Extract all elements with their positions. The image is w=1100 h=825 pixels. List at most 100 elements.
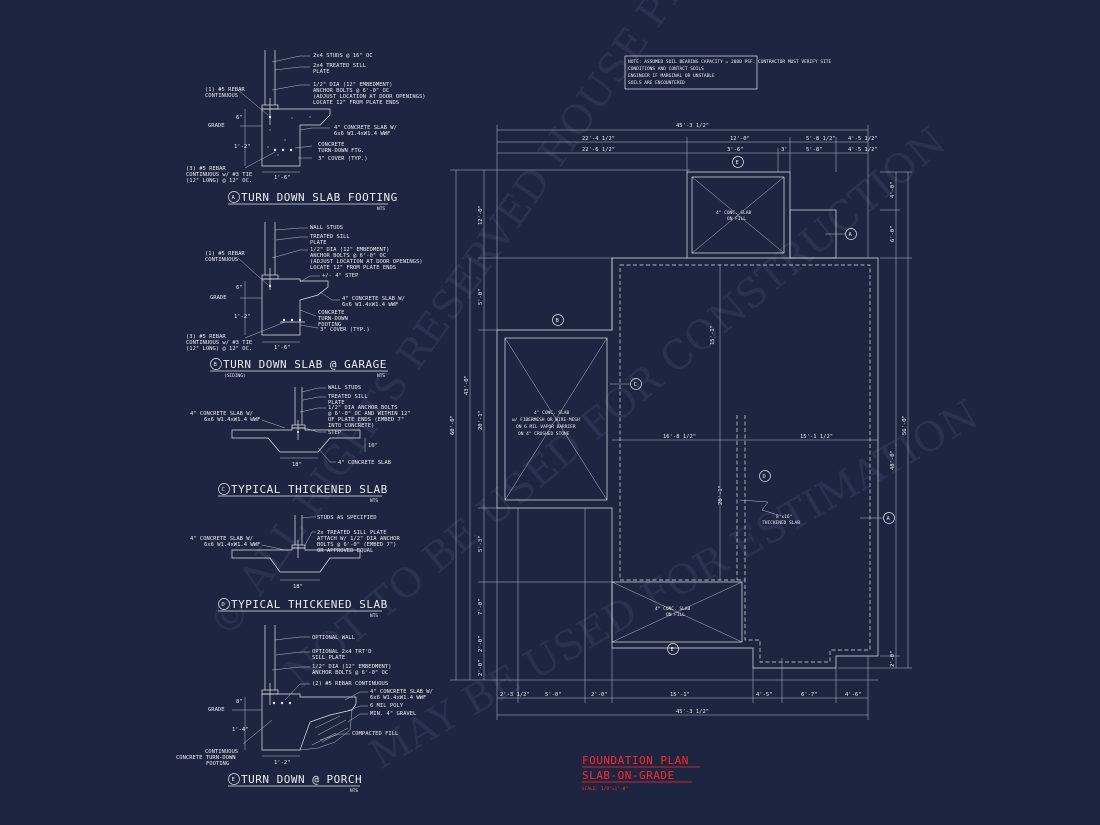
top-dim-9: 4'-5 1/2" bbox=[848, 147, 878, 153]
detail-b-marker: B bbox=[214, 362, 218, 368]
detail-c-marker: C bbox=[222, 487, 225, 493]
left-dim-overall: 60'-0" bbox=[450, 415, 456, 435]
detail-b-callout-4: 1/2" DIA (12" EMBEDMENT) bbox=[310, 247, 389, 253]
detail-e-dim-slab: 8" bbox=[236, 699, 243, 705]
thick-slab-label-1: 8"x16" bbox=[776, 514, 792, 520]
detail-b-callout-12: TURN-DOWN bbox=[318, 316, 348, 322]
detail-c-dim-width: 18" bbox=[292, 462, 302, 468]
left-dim-4: 20'-1" bbox=[478, 410, 484, 430]
garage-label-1: 4" CONC. SLAB bbox=[534, 410, 570, 416]
slab-bottom-label-1: 4" CONC. SLAB bbox=[655, 606, 691, 612]
bottom-dim-2: 5'-0" bbox=[545, 692, 562, 698]
interior-dim-1: 16'-8 1/2" bbox=[663, 434, 696, 440]
soil-note-line-1: NOTE: ASSUMED SOIL BEARING CAPACITY = 20… bbox=[628, 59, 831, 65]
detail-e-dim-depth: 1'-4" bbox=[232, 727, 249, 733]
detail-d-marker: D bbox=[222, 602, 225, 608]
detail-a-callout-5: ANCHOR BOLTS @ 6'-0" OC bbox=[313, 88, 389, 94]
interior-dim-3: 20'-1" bbox=[718, 485, 724, 505]
detail-b-callout-2: TREATED SILL bbox=[310, 234, 350, 240]
detail-c-callout-11: 4" CONCRETE SLAB bbox=[338, 460, 392, 466]
detail-b-scale: NTS bbox=[377, 373, 385, 379]
detail-e-callout-9: 6 MIL POLY bbox=[370, 703, 404, 709]
plan-marker-e-top: E bbox=[736, 160, 739, 166]
foundation-plan: NOTE: ASSUMED SOIL BEARING CAPACITY = 20… bbox=[450, 55, 912, 792]
detail-a-scale: NTS bbox=[377, 206, 385, 212]
detail-c-callout-8: STEP bbox=[328, 430, 342, 436]
detail-b-callout-1: WALL STUDS bbox=[310, 225, 343, 231]
detail-b-callout-11: CONCRETE bbox=[318, 310, 345, 316]
garage-label-4: ON 4" CRUSHED STONE bbox=[518, 431, 570, 437]
bottom-dim-1: 2'-3 1/2" bbox=[500, 692, 530, 698]
detail-e-callout-6: (2) #5 REBAR CONTINUOUS bbox=[312, 681, 388, 687]
plan-top-dimensions: 45'-3 1/2" 22'-4 1/2" 12'-0" 5'-8 1/2" 4… bbox=[496, 123, 878, 330]
detail-e-callout-11: COMPACTED FILL bbox=[352, 731, 399, 737]
detail-e-callout-4: 1/2" DIA (12" EMBEDMENT) bbox=[312, 664, 391, 670]
detail-d-callout-5: OR APPROVED EQUAL bbox=[317, 548, 374, 554]
top-dim-2: 12'-0" bbox=[730, 136, 750, 142]
detail-e-callout-13: CONTINUOUS bbox=[205, 749, 238, 755]
detail-c-callout-3: PLATE bbox=[328, 400, 345, 406]
slab-top-label-2: ON FILL bbox=[727, 216, 746, 222]
bottom-dim-3: 2'-0" bbox=[591, 692, 608, 698]
bottom-dim-overall: 45'-3 1/2" bbox=[676, 709, 709, 715]
plan-scale: SCALE: 1/8"=1'-0" bbox=[582, 786, 628, 792]
detail-a-dim-depth: 1'-2" bbox=[234, 144, 251, 150]
top-dim-8: 5'-8" bbox=[806, 147, 823, 153]
detail-d-callout-2: 2x TREATED SILL PLATE bbox=[317, 530, 387, 536]
detail-c-dim-depth: 10" bbox=[368, 443, 378, 449]
detail-b-callout-6: (ADJUST LOCATION AT DOOR OPENINGS) bbox=[310, 259, 423, 265]
detail-c-callout-5: @ 6'-0" OC AND WITHIN 12" bbox=[328, 411, 411, 417]
plan-bottom-dimensions: 2'-3 1/2" 5'-0" 2'-0" 15'-1" 4'-5" 6'-7"… bbox=[496, 508, 869, 720]
bottom-dim-6: 6'-7" bbox=[801, 692, 818, 698]
detail-c-callout-9: 4" CONCRETE SLAB W/ bbox=[190, 411, 253, 417]
detail-b-callout-19: CONTINUOUS w/ #3 TIE bbox=[186, 340, 252, 346]
detail-d-callout-7: 6x6 W1.4xW1.4 WWF bbox=[204, 542, 260, 548]
plan-right-dimensions: 56'-0" 48'-0" 4'-0" 6'-0" 2'-0" bbox=[838, 171, 912, 669]
detail-e-callout-15: FOOTING bbox=[206, 761, 229, 767]
detail-a-callout-11: TURN-DOWN FTG. bbox=[318, 148, 364, 154]
detail-b-callout-17: GRADE bbox=[210, 295, 227, 301]
detail-a-callout-2: 2x4 TREATED SILL bbox=[313, 63, 367, 69]
detail-e-callout-3: SILL PLATE bbox=[312, 655, 345, 661]
left-dim-1: 43'-0" bbox=[464, 375, 470, 395]
detail-a-callout-12: 3" COVER (TYP.) bbox=[318, 156, 368, 162]
right-dim-4: 2'-0" bbox=[890, 650, 896, 667]
detail-d-callout-4: BOLTS @ 6'-0" (EMBED 7") bbox=[317, 542, 396, 548]
detail-c-title: TYPICAL THICKENED SLAB bbox=[231, 483, 388, 496]
detail-e-callout-2: OPTIONAL 2x4 TRT'D bbox=[312, 649, 372, 655]
detail-b-dim-depth: 1'-2" bbox=[234, 314, 251, 320]
detail-a-fill-speckle bbox=[267, 116, 311, 156]
detail-a-callout-1: 2x4 STUDS @ 16" OC bbox=[313, 53, 373, 59]
detail-b-callout-8: +/- 4" STEP bbox=[322, 273, 359, 279]
detail-a-callout-16: (3) #5 REBAR bbox=[186, 166, 226, 172]
detail-a-title: TURN DOWN SLAB FOOTING bbox=[241, 191, 398, 204]
detail-b-title: TURN DOWN SLAB @ GARAGE bbox=[223, 358, 387, 371]
slab-bottom-label-2: ON FILL bbox=[666, 612, 685, 618]
top-dim-7: 3' bbox=[781, 147, 788, 153]
detail-c-callout-2: TREATED SILL bbox=[328, 394, 368, 400]
detail-a-callout-6: (ADJUST LOCATION AT DOOR OPENINGS) bbox=[313, 94, 426, 100]
detail-c-callout-6: OF PLATE ENDS (EMBED 7" bbox=[328, 417, 404, 423]
top-dim-6: 3'-6" bbox=[727, 147, 744, 153]
left-dim-8: 2'-0" bbox=[478, 659, 484, 676]
detail-b-callout-7: LOCATE 12" FROM PLATE ENDS bbox=[310, 265, 396, 271]
detail-e-turn-down-porch: 8" 1'-4" 1'-2" OPTIONAL WALL OPTIONAL 2x… bbox=[176, 625, 433, 794]
top-dim-5: 22'-6 1/2" bbox=[582, 147, 615, 153]
left-dim-7: 2'-0" bbox=[478, 635, 484, 652]
left-dim-2: 12'-0" bbox=[478, 205, 484, 225]
watermark-line-3: MAY BE USED FOR ESTIMATION bbox=[362, 392, 986, 779]
right-dim-1: 48'-0" bbox=[890, 450, 896, 470]
detail-b-callout-16: CONTINUOUS bbox=[205, 257, 238, 263]
left-dim-3: 5'-0" bbox=[478, 288, 484, 305]
interior-dim-2: 15'-1 1/2" bbox=[800, 434, 833, 440]
left-dim-5: 5'-3" bbox=[478, 535, 484, 552]
detail-a-callout-15: GRADE bbox=[208, 123, 225, 129]
detail-a-marker: A bbox=[232, 195, 236, 201]
detail-a-callout-13: (1) #5 REBAR bbox=[205, 87, 245, 93]
detail-d-callout-6: 4" CONCRETE SLAB W/ bbox=[190, 536, 253, 542]
detail-b-callout-20: (12" LONG) @ 12" OC. bbox=[186, 346, 252, 352]
detail-c-callout-1: WALL STUDS bbox=[328, 385, 361, 391]
interior-dim-0: 15'-1" bbox=[710, 325, 716, 345]
detail-e-scale: NTS bbox=[350, 788, 358, 794]
detail-e-dim-width: 1'-2" bbox=[274, 760, 291, 766]
